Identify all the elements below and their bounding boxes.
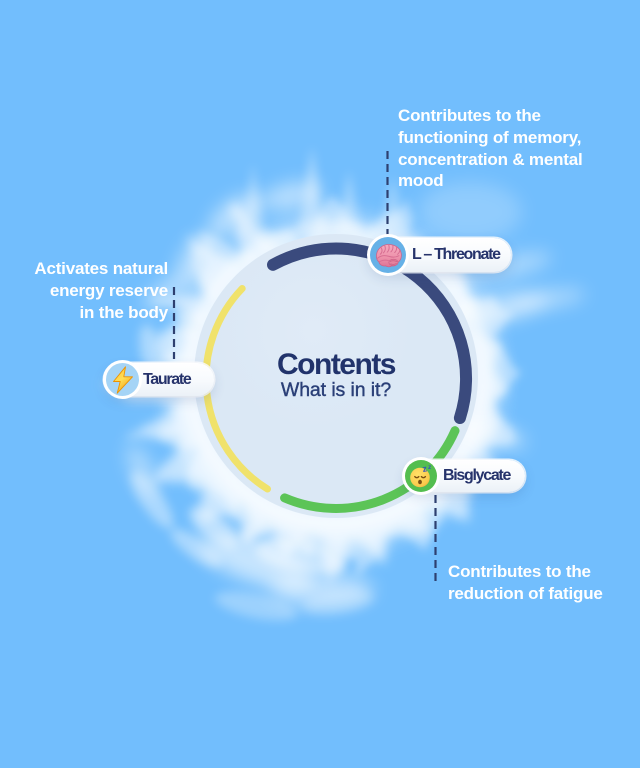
svg-text:z: z (422, 463, 429, 474)
svg-text:z: z (428, 464, 432, 471)
